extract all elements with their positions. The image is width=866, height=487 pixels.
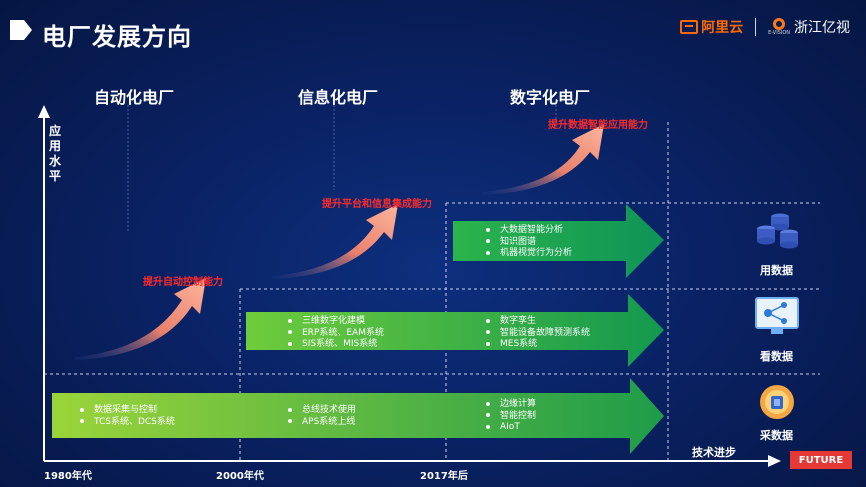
capability-information: 提升平台和信息集成能力 [322, 199, 432, 210]
capability-digital: 提升数据智能应用能力 [548, 120, 648, 131]
use-data-arrow [453, 204, 664, 278]
list-item: AIoT [486, 422, 536, 434]
list-item: TCS系统、DCS系统 [80, 417, 175, 429]
automation-curve-arrow [75, 278, 206, 360]
use-data-list-2017: 大数据智能分析 知识图谱 机器视觉行为分析 [486, 225, 572, 260]
stage-title-automation: 自动化电厂 [94, 88, 175, 107]
future-badge: FUTURE [790, 451, 852, 469]
list-item: ERP系统、EAM系统 [288, 328, 384, 340]
page-title: 电厂发展方向 [42, 23, 192, 51]
x-tick-2000: 2000年代 [216, 471, 264, 482]
x-tick-1980: 1980年代 [44, 471, 92, 482]
list-item: SIS系统、MIS系统 [288, 339, 384, 351]
gear-chip-icon [760, 385, 794, 419]
logo-area: 阿里云 E-VISION 浙江亿视 [680, 17, 850, 37]
list-item: 数字孪生 [486, 316, 590, 328]
use-data-label: 用数据 [760, 264, 793, 277]
y-axis-label: 应用水平 [48, 124, 61, 183]
list-item: 边缘计算 [486, 399, 536, 411]
stage-title-digital: 数字化电厂 [510, 88, 591, 107]
list-item: 三维数字化建模 [288, 316, 384, 328]
collect-data-arrow [52, 378, 664, 454]
digital-curve-arrow [482, 124, 604, 195]
title-chevron-icon [10, 20, 32, 40]
database-icon [757, 213, 798, 249]
x-axis-label: 技术进步 [692, 446, 736, 459]
x-tick-2017: 2017年后 [420, 471, 468, 482]
list-item: 知识图谱 [486, 237, 572, 249]
collect-data-list-2000: 总线技术使用 APS系统上线 [288, 405, 356, 428]
view-data-list-2017: 数字孪生 智能设备故障预测系统 MES系统 [486, 316, 590, 351]
view-data-label: 看数据 [760, 350, 793, 363]
list-item: MES系统 [486, 339, 590, 351]
aliyun-logo: 阿里云 [680, 17, 743, 37]
header-title-block: 电厂发展方向 [10, 17, 192, 52]
collect-data-list-1980: 数据采集与控制 TCS系统、DCS系统 [80, 405, 175, 428]
collect-data-label: 采数据 [760, 429, 793, 442]
view-data-arrow [246, 294, 664, 367]
zhejiang-evision-logo: E-VISION 浙江亿视 [768, 18, 850, 36]
list-item: 智能控制 [486, 411, 536, 423]
list-item: 智能设备故障预测系统 [486, 328, 590, 340]
view-data-list-2000: 三维数字化建模 ERP系统、EAM系统 SIS系统、MIS系统 [288, 316, 384, 351]
stage-title-information: 信息化电厂 [298, 88, 379, 107]
collect-data-list-2017: 边缘计算 智能控制 AIoT [486, 399, 536, 434]
list-item: 总线技术使用 [288, 405, 356, 417]
capability-automation: 提升自动控制能力 [143, 277, 223, 288]
list-item: 大数据智能分析 [486, 225, 572, 237]
list-item: 机器视觉行为分析 [486, 248, 572, 260]
list-item: 数据采集与控制 [80, 405, 175, 417]
monitor-share-icon [755, 297, 799, 334]
list-item: APS系统上线 [288, 417, 356, 429]
logo-separator [755, 18, 757, 36]
information-curve-arrow [272, 204, 398, 279]
